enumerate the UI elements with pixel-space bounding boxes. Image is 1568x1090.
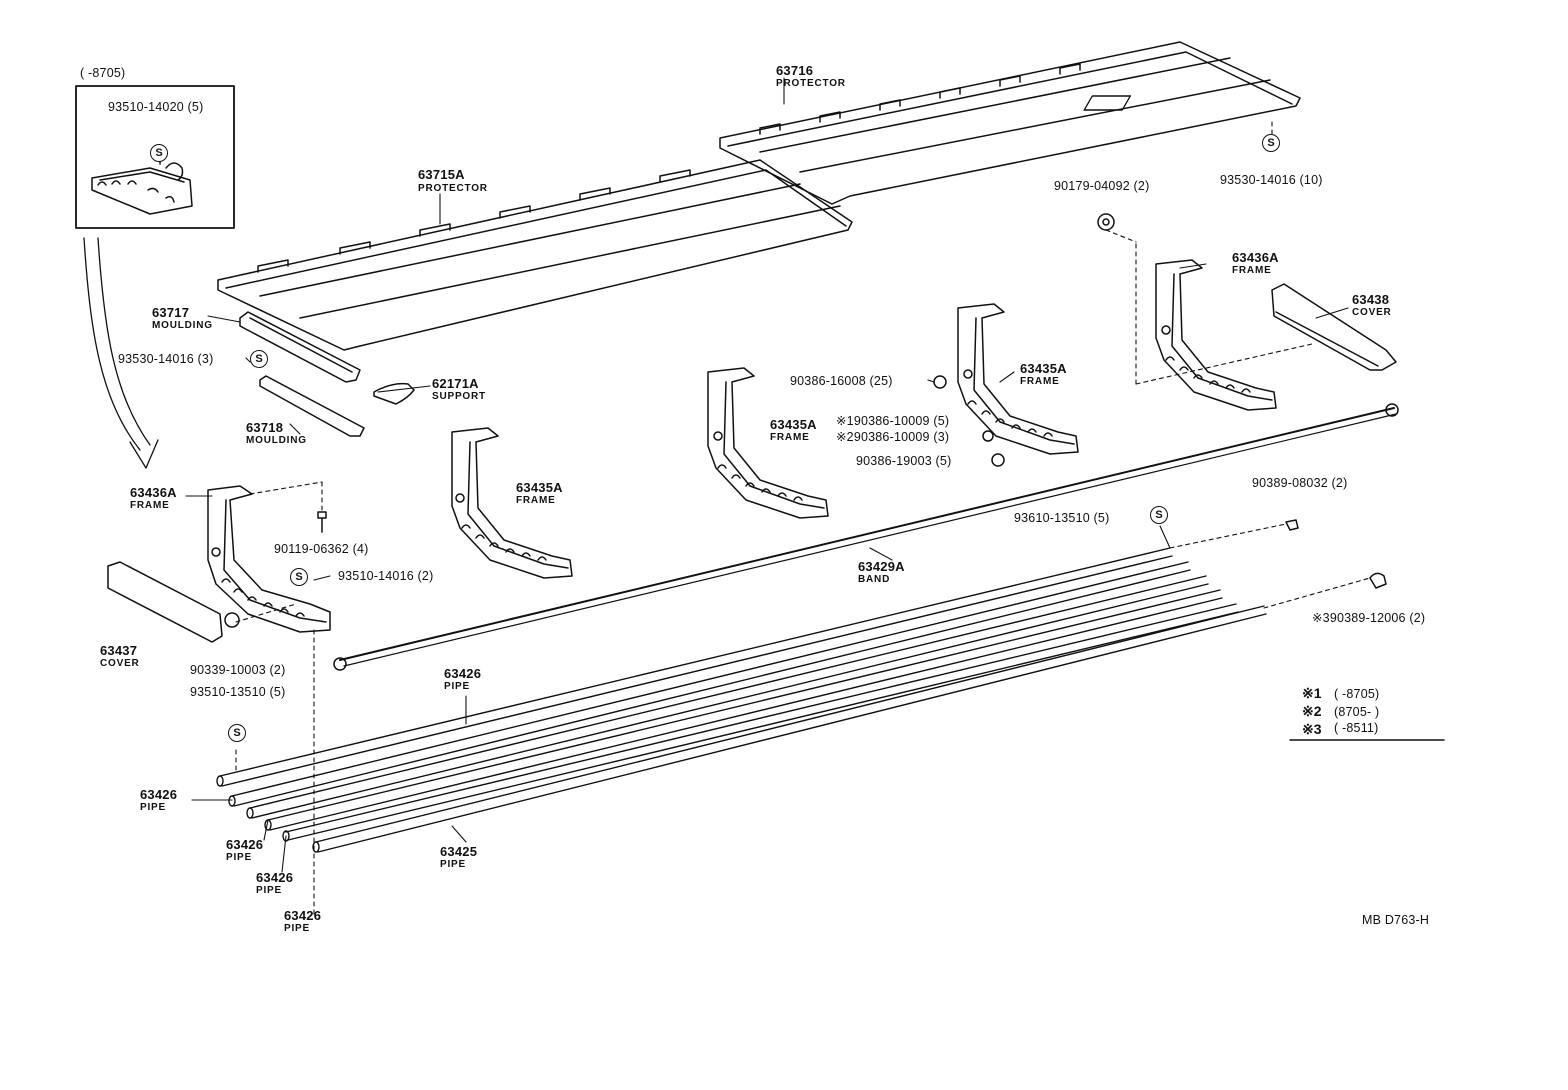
drawing-code: MB D763-H — [1362, 913, 1430, 927]
part-90386-19003: 90386-19003 (5) — [856, 454, 952, 468]
part-63425-number: 63425 — [440, 844, 478, 859]
pipes-drawing — [216, 547, 1267, 853]
part-93530-14016-10: 93530-14016 (10) — [1220, 173, 1323, 187]
s-marker-93510-14016: S — [290, 568, 308, 586]
part-63435a-right-number: 63435A — [1020, 361, 1067, 376]
s-marker-inset: S — [150, 144, 168, 162]
bushing-90339-drawing — [224, 612, 240, 628]
part-63435a-right-name: FRAME — [1020, 376, 1060, 387]
clip-90389-08032-drawing — [1285, 519, 1299, 531]
part-63426-c-number: 63426 — [256, 870, 294, 885]
part-63426-top-number: 63426 — [444, 666, 482, 681]
part-63718-number: 63718 — [246, 420, 284, 435]
protector-63715a-drawing — [217, 159, 853, 351]
part-63717-name: MOULDING — [152, 320, 213, 331]
part-93530-14016-3: 93530-14016 (3) — [118, 352, 214, 366]
s-marker-93530-3: S — [250, 350, 268, 368]
s-marker-93510-13510: S — [228, 724, 246, 742]
part-90339-10003: 90339-10003 (2) — [190, 663, 286, 677]
frame-63435a-right-drawing — [957, 303, 1079, 455]
part-62171a-number: 62171A — [432, 376, 479, 391]
part-63436a-right-number: 63436A — [1232, 250, 1279, 265]
legend-mark-1: ※1 — [1302, 685, 1322, 701]
clip-90389-12006-drawing — [1369, 572, 1387, 589]
part-63426-d-number: 63426 — [284, 908, 322, 923]
part-63426-d-name: PIPE — [284, 923, 310, 934]
legend-mark-3: ※3 — [1302, 721, 1322, 737]
part-63426-top-name: PIPE — [444, 681, 470, 692]
part-93610-13510: 93610-13510 (5) — [1014, 511, 1110, 525]
part-90386-10009-n2: ※290386-10009 (3) — [836, 430, 950, 444]
part-93510-14016: 93510-14016 (2) — [338, 569, 434, 583]
cover-63437-drawing — [107, 561, 223, 643]
part-90389-12006: ※390389-12006 (2) — [1312, 611, 1426, 625]
nut-90386-16008-drawing — [933, 375, 947, 389]
part-90179-04092: 90179-04092 (2) — [1054, 179, 1150, 193]
part-63715a-name: PROTECTOR — [418, 183, 488, 194]
nut-90386-19003-drawing — [991, 453, 1005, 467]
bolt-90119-drawing — [317, 511, 327, 533]
inset-bracket-drawing — [91, 149, 193, 215]
part-63438-number: 63438 — [1352, 292, 1390, 307]
part-63435a-mid-number: 63435A — [770, 417, 817, 432]
part-90386-16008: 90386-16008 (25) — [790, 374, 893, 388]
part-63717-number: 63717 — [152, 305, 190, 320]
part-63436a-right-name: FRAME — [1232, 265, 1272, 276]
part-63435a-mid-name: FRAME — [770, 432, 810, 443]
part-63718-name: MOULDING — [246, 435, 307, 446]
part-63716-name: PROTECTOR — [776, 78, 846, 89]
part-63715a-number: 63715A — [418, 167, 465, 182]
part-63437-number: 63437 — [100, 643, 138, 658]
part-63437-name: COVER — [100, 658, 140, 669]
part-63429a-name: BAND — [858, 574, 891, 585]
moulding-63717-drawing — [239, 311, 361, 383]
part-63435a-left-name: FRAME — [516, 495, 556, 506]
s-marker-93610-13510: S — [1150, 506, 1168, 524]
inset-part-label: 93510-14020 (5) — [108, 100, 204, 114]
legend-range-1: ( -8705) — [1334, 687, 1380, 701]
part-93510-13510-left: 93510-13510 (5) — [190, 685, 286, 699]
part-90386-10009-n1: ※190386-10009 (5) — [836, 414, 950, 428]
frame-63436a-left-drawing — [207, 485, 331, 633]
part-63438-name: COVER — [1352, 307, 1392, 318]
inset-box — [75, 85, 235, 229]
part-62171a-name: SUPPORT — [432, 391, 486, 402]
frame-63436a-right-drawing — [1155, 259, 1277, 411]
cover-63438-drawing — [1271, 283, 1397, 371]
legend-range-3: ( -8511) — [1334, 721, 1379, 735]
part-63425-name: PIPE — [440, 859, 466, 870]
legend-mark-2: ※2 — [1302, 703, 1322, 719]
inset-range: ( -8705) — [80, 66, 126, 80]
part-63435a-left-number: 63435A — [516, 480, 563, 495]
legend-range-2: (8705- ) — [1334, 705, 1380, 719]
nut-90386-10009-drawing — [982, 430, 994, 442]
part-63426-b-number: 63426 — [226, 837, 264, 852]
support-62171a-drawing — [373, 382, 415, 405]
part-63436a-left-number: 63436A — [130, 485, 177, 500]
protector-63716-drawing — [719, 41, 1301, 205]
part-63426-c-name: PIPE — [256, 885, 282, 896]
part-63429a-number: 63429A — [858, 559, 905, 574]
part-63426-a-name: PIPE — [140, 802, 166, 813]
part-63436a-left-name: FRAME — [130, 500, 170, 511]
curved-arrow — [83, 237, 141, 451]
frame-63435a-mid-drawing — [707, 367, 829, 519]
frame-63435a-left-drawing — [451, 427, 573, 579]
part-63716-number: 63716 — [776, 63, 814, 78]
band-63429a-drawing — [339, 407, 1395, 661]
nut-90179-drawing — [1097, 213, 1115, 231]
moulding-63718-drawing — [259, 375, 365, 437]
part-90119-06362: 90119-06362 (4) — [274, 542, 369, 556]
part-63426-b-name: PIPE — [226, 852, 252, 863]
part-63426-a-number: 63426 — [140, 787, 178, 802]
s-marker-93530-10: S — [1262, 134, 1280, 152]
part-90389-08032: 90389-08032 (2) — [1252, 476, 1348, 490]
